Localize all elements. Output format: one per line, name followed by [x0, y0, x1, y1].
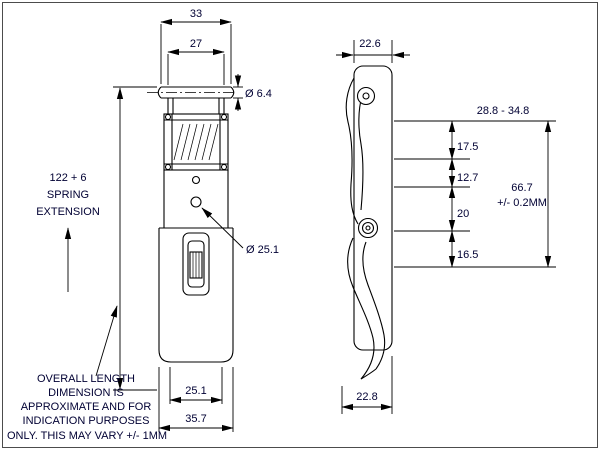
spring-housing	[163, 113, 229, 171]
dim-overall-length	[113, 86, 157, 391]
spring-extension-line1: 122 + 6	[49, 172, 86, 184]
lever-outer-edge	[345, 77, 359, 225]
dim-label-inner-width: 27	[190, 38, 202, 50]
note-line5: ONLY. THIS MAY VARY +/- 1MM	[7, 430, 167, 442]
rivet	[220, 163, 228, 171]
lower-pivot-rivet	[357, 217, 379, 239]
body-lower-outline	[158, 228, 234, 363]
dim-label-top-width: 33	[190, 8, 202, 20]
housing-outline	[163, 113, 229, 171]
mounting-hole-large	[190, 196, 202, 208]
front-view: 33 27 Ø 6.4	[7, 8, 279, 442]
mounting-hole-small	[191, 175, 201, 185]
dim-side-top-width: 22.6	[336, 38, 410, 63]
side-view: 22.6 1	[336, 38, 556, 414]
note-line1: OVERALL LENGTH	[37, 373, 135, 385]
dim-side-overall: 66.7 +/- 0.2MM	[497, 120, 552, 268]
dim-label-side-top: 22.6	[359, 38, 380, 50]
hook-tip	[360, 368, 377, 380]
dim-label-seg3: 20	[457, 208, 469, 220]
dim-label-overall-tolerance: +/- 0.2MM	[497, 197, 547, 209]
side-body	[345, 65, 393, 380]
dim-side-bottom-width: 22.8	[341, 356, 393, 414]
bail-wire	[147, 86, 235, 114]
rivet	[164, 113, 172, 121]
spring-extension-line2: SPRING	[47, 189, 89, 201]
note-leader-arrow	[95, 305, 118, 377]
note-block: OVERALL LENGTH DIMENSION IS APPROXIMATE …	[7, 373, 167, 442]
dim-label-overall-value: 66.7	[511, 182, 532, 194]
wire-left-cap	[157, 86, 162, 99]
dim-label-bottom-outer: 35.7	[185, 413, 206, 425]
top-pivot-rivet-center	[362, 92, 370, 100]
note-line3: APPROXIMATE AND FOR	[21, 401, 152, 413]
dim-bottom-outer-width: 35.7	[158, 367, 234, 432]
spring-coil-hatch	[173, 123, 219, 161]
dim-label-seg2: 12.7	[457, 172, 478, 184]
grip-outline	[182, 232, 210, 296]
lever-inner-edge	[358, 95, 364, 211]
reference-lines	[394, 120, 556, 268]
leader-line	[201, 207, 244, 249]
dim-label-side-bottom: 22.8	[356, 391, 377, 403]
leader-hole-diameter: Ø 25.1	[201, 207, 279, 256]
dim-wire-diameter: Ø 6.4	[233, 74, 272, 111]
grip-keeper	[182, 232, 210, 296]
top-pivot-rivet	[356, 86, 376, 106]
lower-pivot-rivet-mid	[361, 221, 375, 235]
dim-segment-stack: 17.5 12.7 20 16.5	[448, 120, 478, 268]
dim-label-wire-diameter: Ø 6.4	[245, 88, 272, 100]
dim-label-bottom-inner: 25.1	[185, 385, 206, 397]
dim-label-seg1: 17.5	[457, 141, 478, 153]
rivet	[220, 113, 228, 121]
dim-label-hole-diameter: Ø 25.1	[246, 244, 279, 256]
dim-bottom-inner-width: 25.1	[169, 367, 223, 404]
lower-pivot-rivet-center	[365, 225, 371, 231]
dim-label-adjust-range: 28.8 - 34.8	[477, 105, 530, 117]
latch-body	[158, 170, 234, 363]
hook-outer-edge	[347, 237, 375, 380]
mount-plate-outline	[353, 65, 393, 351]
dim-inner-width: 27	[167, 38, 225, 85]
hook-inner-edge	[362, 241, 386, 370]
spring-extension-line3: EXTENSION	[36, 206, 100, 218]
dim-label-seg4: 16.5	[457, 249, 478, 261]
dim-top-width: 33	[160, 8, 232, 84]
note-line2: DIMENSION IS	[48, 387, 124, 399]
rivet	[164, 163, 172, 171]
grip-inner	[187, 240, 205, 288]
spring-extension-label: 122 + 6 SPRING EXTENSION	[36, 172, 118, 377]
note-line4: INDICATION PURPOSES	[23, 415, 150, 427]
